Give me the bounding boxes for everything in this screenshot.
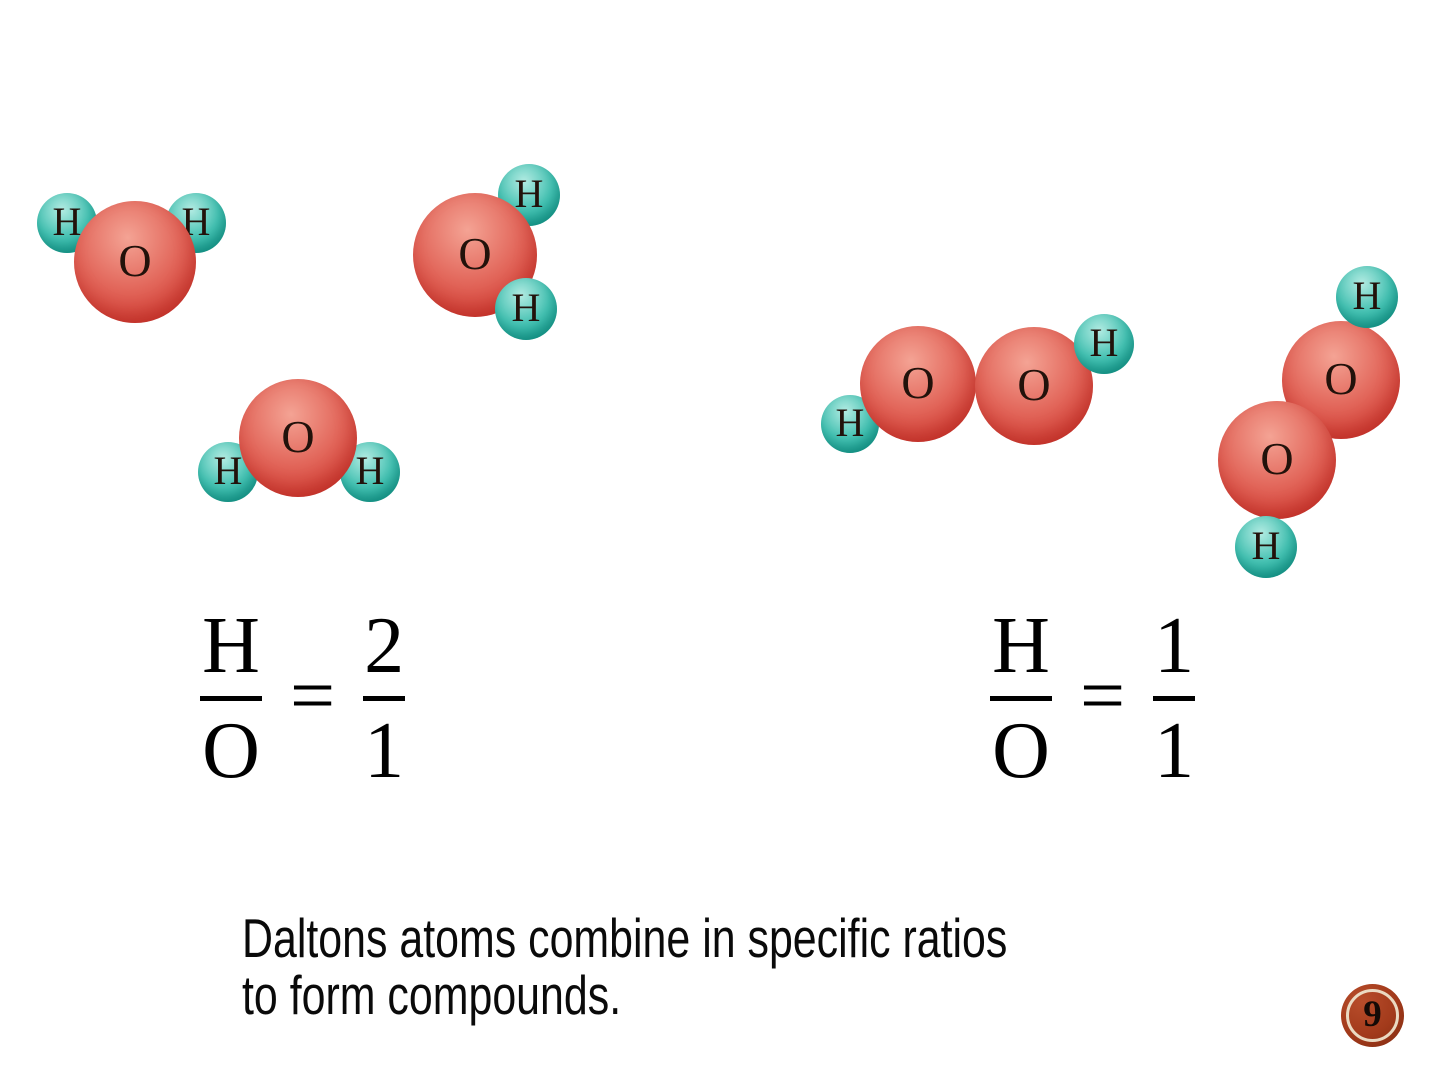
oxygen-atom: O xyxy=(1218,401,1336,519)
fraction-bar xyxy=(990,696,1052,701)
value-ratio-fraction: 1 1 xyxy=(1153,598,1196,799)
atom-symbol: H xyxy=(355,447,385,493)
oxygen-atom: O xyxy=(975,327,1093,445)
atom-symbol: O xyxy=(1260,432,1294,484)
fraction-denominator: 1 xyxy=(364,707,405,795)
water-ratio-equation: H O = 2 1 xyxy=(200,598,406,799)
atom-symbol: H xyxy=(514,170,544,216)
page-number-badge: 9 xyxy=(1341,984,1404,1047)
caption-line-1: Daltons atoms combine in specific ratios xyxy=(242,907,1008,969)
atom-symbol: H xyxy=(1352,272,1382,318)
atom-symbol: O xyxy=(1324,352,1358,404)
atom-symbol: H xyxy=(835,399,865,445)
hydrogen-atom: H xyxy=(495,278,557,340)
caption: Daltons atoms combine in specific ratios… xyxy=(242,910,1007,1024)
equals-sign: = xyxy=(290,652,336,740)
badge-ring xyxy=(1346,989,1399,1042)
atom-symbol: H xyxy=(1251,522,1281,568)
fraction-bar xyxy=(1153,696,1196,701)
atom-symbol: H xyxy=(1089,319,1119,365)
hydrogen-atom: H xyxy=(1336,266,1398,328)
atom-symbol: H xyxy=(511,284,541,330)
fraction-numerator: H xyxy=(992,602,1050,690)
fraction-bar xyxy=(363,696,406,701)
value-ratio-fraction: 2 1 xyxy=(363,598,406,799)
fraction-denominator: 1 xyxy=(1154,707,1195,795)
oxygen-atom: O xyxy=(239,379,357,497)
equals-sign: = xyxy=(1080,652,1126,740)
element-ratio-fraction: H O xyxy=(990,598,1052,799)
element-ratio-fraction: H O xyxy=(200,598,262,799)
atom-symbol: H xyxy=(213,447,243,493)
atom-symbol: O xyxy=(901,356,935,408)
oxygen-atom: O xyxy=(860,326,976,442)
atom-symbol: O xyxy=(281,410,315,462)
fraction-numerator: 2 xyxy=(364,602,405,690)
page-number: 9 xyxy=(1363,994,1382,1035)
peroxide-ratio-equation: H O = 1 1 xyxy=(990,598,1196,799)
atom-symbol: O xyxy=(118,234,152,286)
hydrogen-atom: H xyxy=(1074,314,1134,374)
fraction-denominator: O xyxy=(992,707,1050,795)
fraction-bar xyxy=(200,696,262,701)
caption-line-2: to form compounds. xyxy=(242,964,622,1026)
hydrogen-atom: H xyxy=(1235,516,1297,578)
atom-symbol: O xyxy=(1017,358,1051,410)
fraction-numerator: H xyxy=(202,602,260,690)
oxygen-atom: O xyxy=(74,201,196,323)
atom-symbol: H xyxy=(52,198,82,244)
fraction-numerator: 1 xyxy=(1154,602,1195,690)
atom-symbol: O xyxy=(458,227,492,279)
fraction-denominator: O xyxy=(202,707,260,795)
